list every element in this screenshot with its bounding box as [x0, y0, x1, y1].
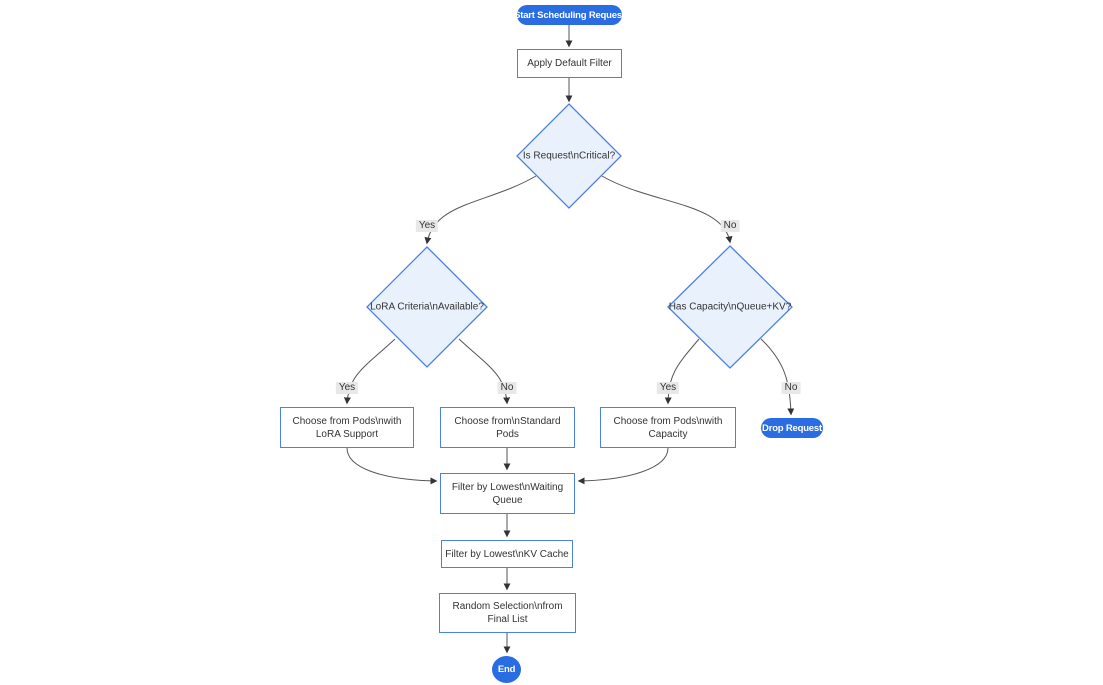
decision-is-critical: [516, 103, 622, 209]
edge-label-capacity-no: No: [781, 382, 801, 394]
node-choose-lora-pods-line2: LoRA Support: [315, 428, 379, 440]
node-choose-lora-pods-line1: Choose from Pods\nwith: [292, 415, 402, 427]
node-choose-lora-pods: Choose from Pods\nwith LoRA Support: [280, 407, 414, 448]
node-apply-default-filter-label: Apply Default Filter: [527, 58, 612, 69]
node-filter-kv-cache: Filter by Lowest\nKV Cache: [441, 540, 573, 568]
node-start-label: Start Scheduling Request: [514, 9, 625, 21]
node-filter-kv-cache-label: Filter by Lowest\nKV Cache: [445, 548, 569, 560]
edge-lora-no: [458, 338, 511, 405]
decision-is-critical-label: Is Request\nCritical?: [522, 150, 616, 162]
decision-has-capacity: [667, 245, 793, 369]
node-choose-standard-pods: Choose from\nStandard Pods: [440, 407, 575, 448]
node-start: Start Scheduling Request: [514, 5, 625, 25]
edge-capacity-yes: [664, 338, 700, 405]
edge-lorapods-to-filterqueue: [346, 447, 438, 485]
node-end-label: End: [497, 664, 516, 675]
node-random-selection-line2: Final List: [487, 614, 528, 625]
edge-lora-yes: [343, 338, 396, 405]
node-end: End: [492, 656, 521, 683]
node-filter-waiting-queue: Filter by Lowest\nWaiting Queue: [440, 473, 575, 514]
node-random-selection-line1: Random Selection\nfrom: [452, 601, 563, 612]
node-filter-waiting-queue-line2: Queue: [492, 494, 523, 506]
decision-lora-criteria-label: LoRA Criteria\nAvailable?: [370, 301, 484, 313]
edge-capacity-no: [760, 338, 795, 416]
edge-label-lora-no: No: [497, 382, 517, 394]
node-drop-request: Drop Request: [761, 418, 823, 438]
decision-lora-criteria: [366, 246, 488, 368]
edge-critical-no: [601, 175, 733, 244]
edge-label-critical-yes: Yes: [415, 220, 439, 232]
edge-label-lora-yes: Yes: [335, 382, 359, 394]
node-choose-capacity-pods-line2: Capacity: [648, 428, 688, 440]
node-apply-default-filter: Apply Default Filter: [517, 49, 622, 78]
node-choose-capacity-pods: Choose from Pods\nwith Capacity: [600, 407, 736, 448]
edge-label-critical-no: No: [720, 220, 740, 232]
decision-has-capacity-label: Has Capacity\nQueue+KV?: [668, 301, 792, 313]
node-choose-standard-pods-line1: Choose from\nStandard: [454, 415, 561, 427]
node-random-selection: Random Selection\nfrom Final List: [439, 593, 576, 633]
node-choose-standard-pods-line2: Pods: [496, 428, 519, 440]
node-choose-capacity-pods-line1: Choose from Pods\nwith: [613, 415, 723, 427]
node-filter-waiting-queue-line1: Filter by Lowest\nWaiting: [451, 481, 564, 493]
node-drop-request-label: Drop Request: [762, 422, 822, 434]
edge-label-capacity-yes: Yes: [656, 382, 680, 394]
edge-critical-yes: [424, 175, 537, 245]
edge-capacitypods-to-filterqueue: [577, 447, 669, 485]
